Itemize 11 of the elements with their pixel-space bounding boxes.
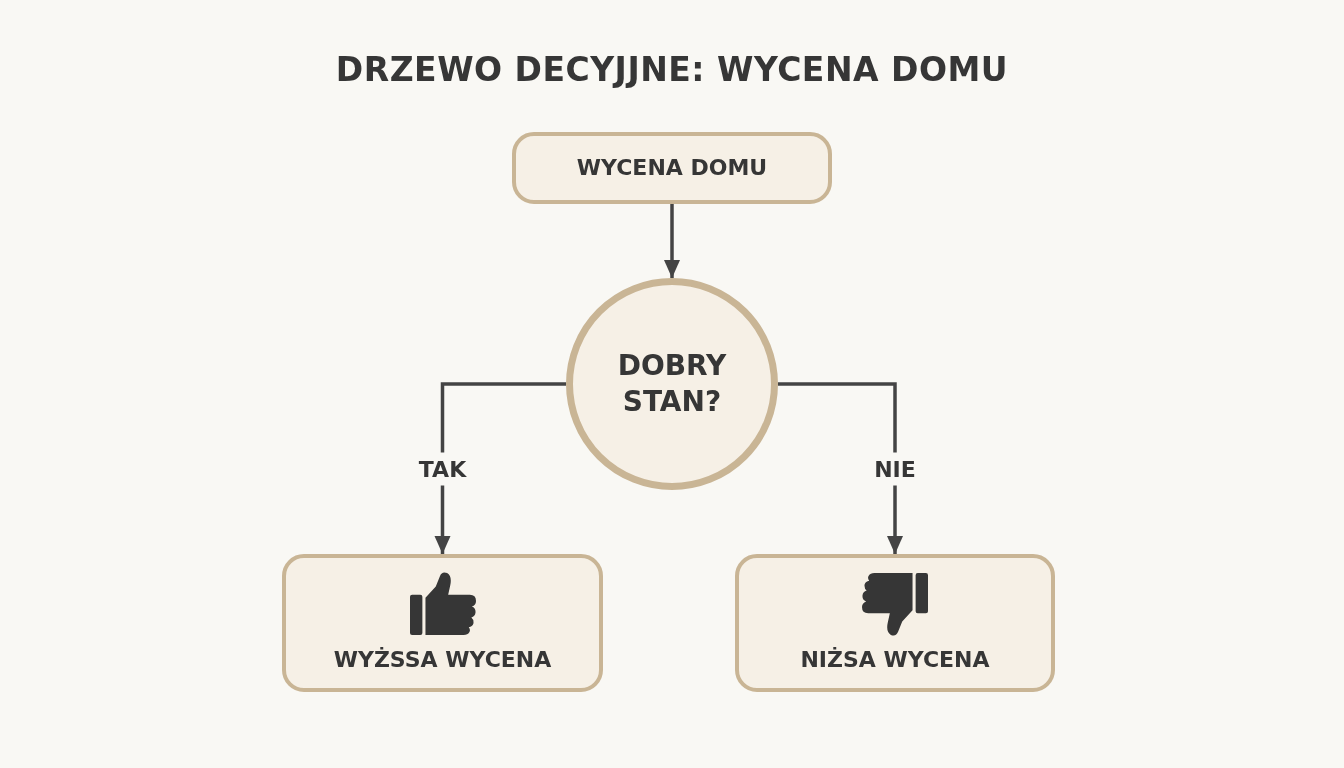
node-label: WYŻSSA WYCENA bbox=[333, 645, 552, 674]
node-label: WYCENA DOMU bbox=[576, 153, 768, 182]
node-label: DOBRY STAN? bbox=[616, 347, 728, 420]
rounded-box bbox=[512, 132, 832, 204]
arrow bbox=[778, 382, 903, 554]
result-card bbox=[282, 554, 603, 692]
result-card bbox=[735, 554, 1055, 692]
arrow bbox=[664, 204, 680, 278]
arrow bbox=[434, 382, 566, 554]
node-label: NIŻSA WYCENA bbox=[800, 645, 990, 674]
diagram-title: DRZEWO DECYJJNE: WYCENA DOMU bbox=[335, 50, 1009, 89]
